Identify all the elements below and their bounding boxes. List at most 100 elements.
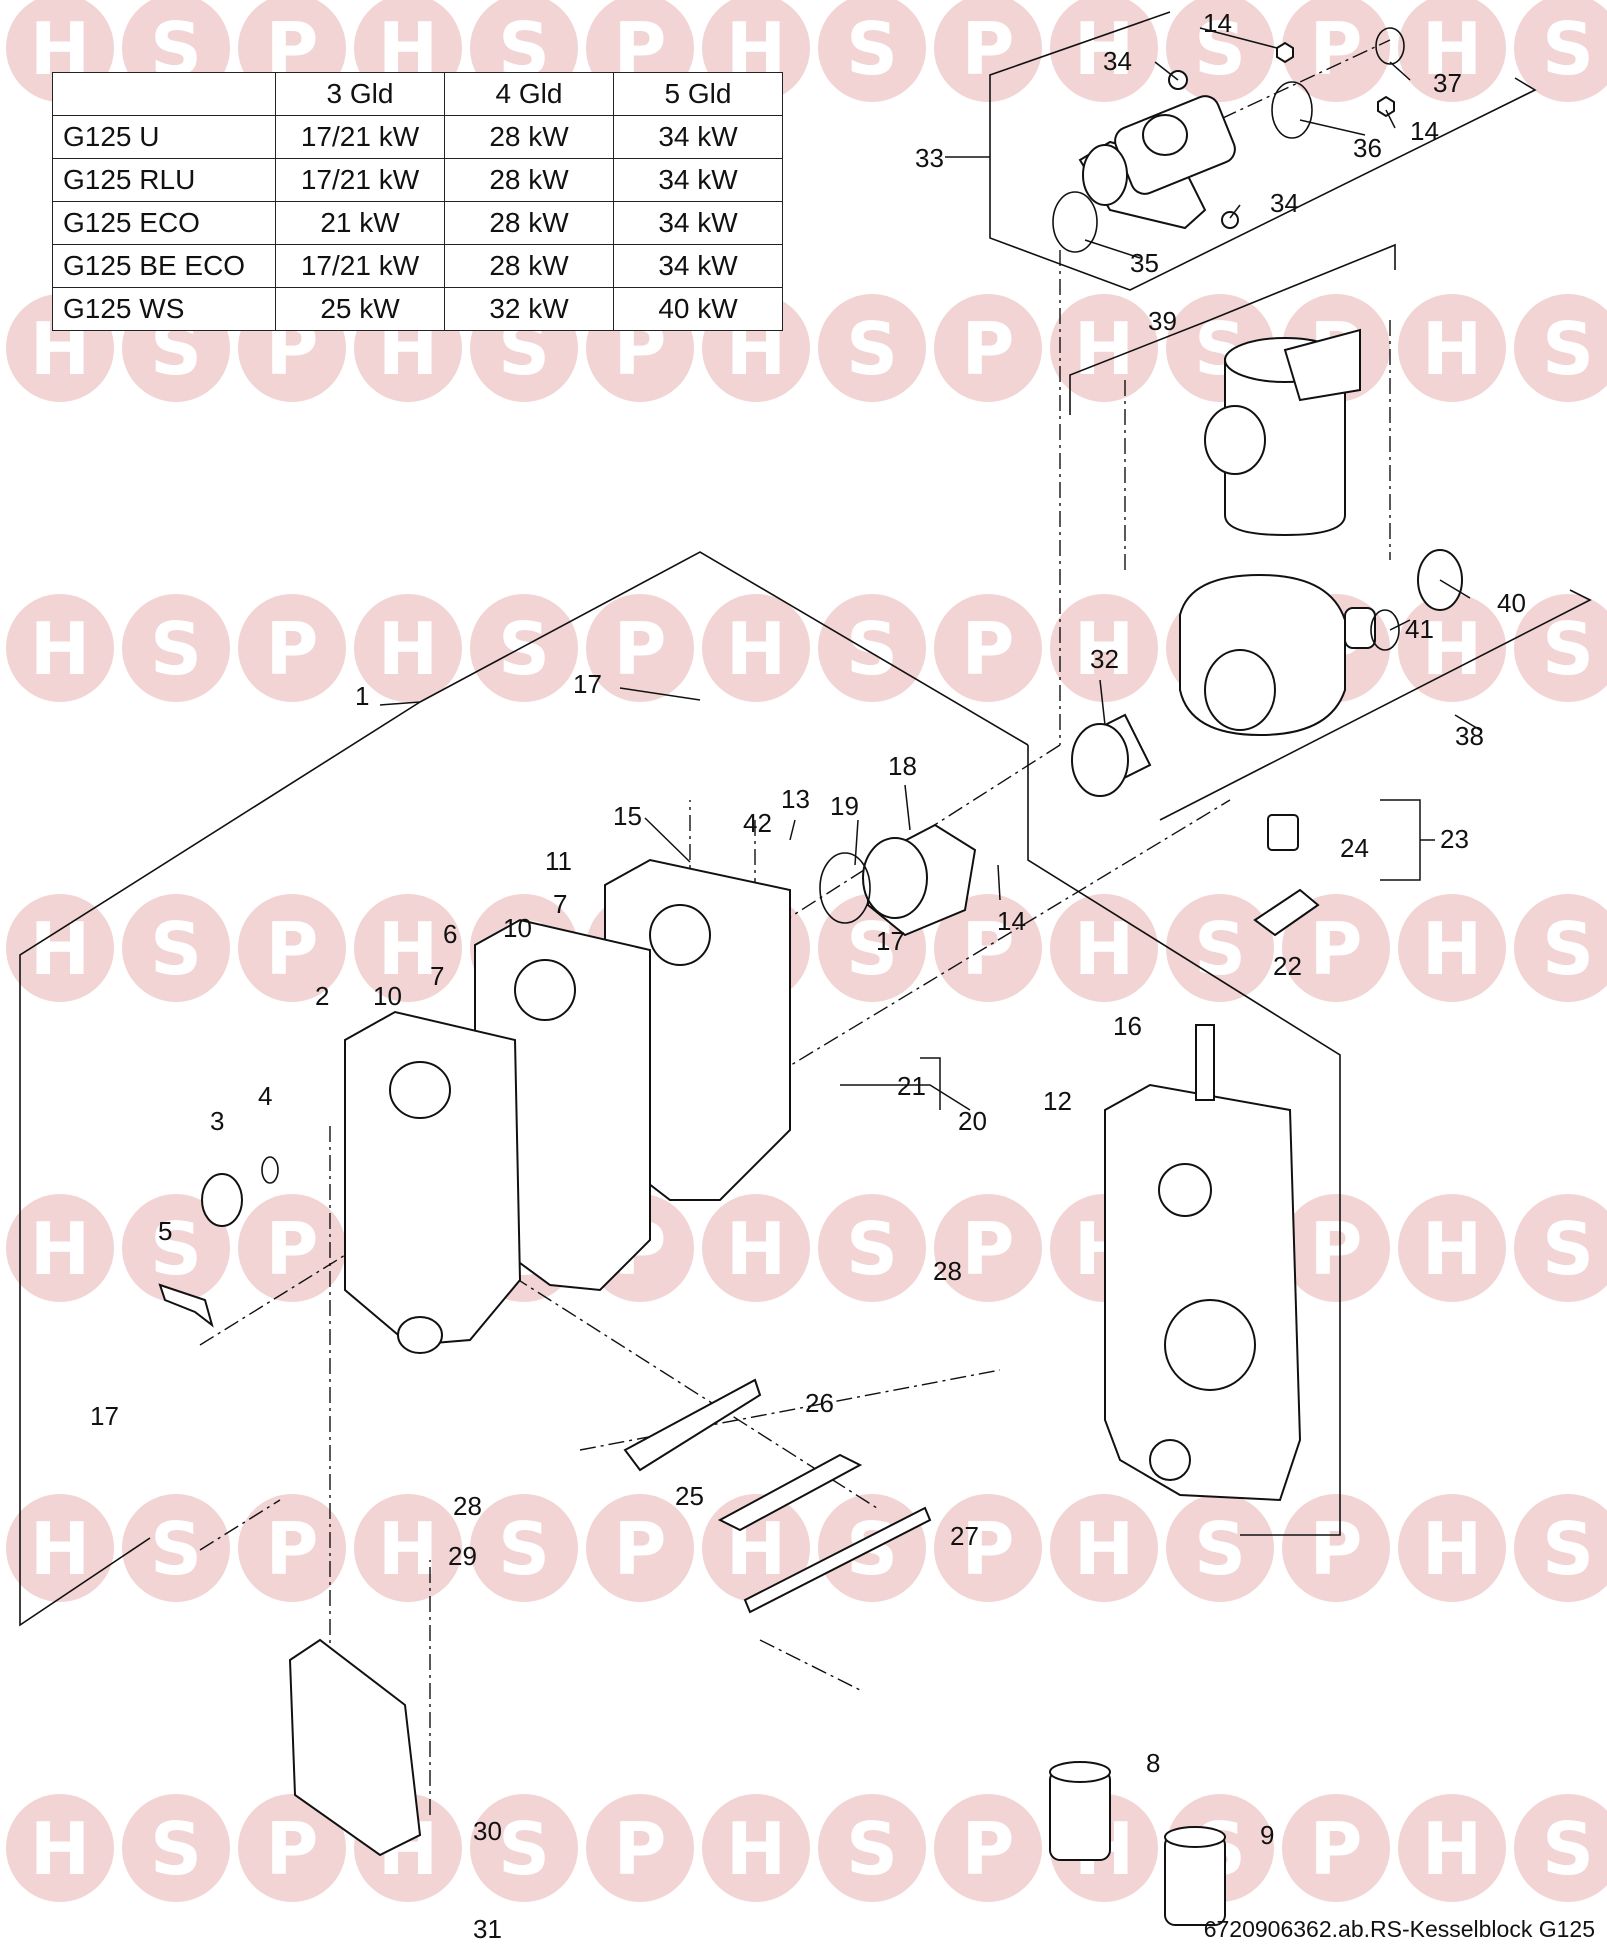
watermark-letter: H	[1422, 7, 1482, 91]
table-cell: G125 U	[52, 115, 276, 159]
boiler-output-table: 3 Gld 4 Gld 5 Gld G125 U 17/21 kW 28 kW …	[52, 72, 783, 331]
watermark-circle	[1166, 1494, 1274, 1602]
watermark-letter: P	[962, 1207, 1015, 1291]
watermark-letter: P	[614, 1807, 667, 1891]
table-cell: 28 kW	[444, 115, 614, 159]
watermark-circle	[1398, 294, 1506, 402]
watermark-circle	[1398, 1194, 1506, 1302]
table-row: G125 RLU 17/21 kW 28 kW 34 kW	[52, 158, 783, 202]
watermark-letter: S	[1194, 7, 1246, 91]
table-row: G125 U 17/21 kW 28 kW 34 kW	[52, 115, 783, 159]
watermark-circle	[1514, 594, 1607, 702]
watermark-circle	[934, 1194, 1042, 1302]
watermark-circle	[470, 1794, 578, 1902]
watermark-letter: H	[378, 907, 438, 991]
callout-14: 14	[997, 906, 1026, 936]
drawing-reference: 6720906362.ab.RS-Kesselblock G125	[1203, 1916, 1595, 1942]
table-cell: 25 kW	[275, 287, 445, 331]
watermark-circle	[6, 1494, 114, 1602]
watermark-circle	[934, 0, 1042, 102]
callout-18: 18	[888, 751, 917, 781]
callout-2: 2	[315, 981, 329, 1011]
watermark-circle	[1514, 1494, 1607, 1602]
table-header-cell: 4 Gld	[444, 72, 614, 116]
watermark-letter: H	[30, 1207, 90, 1291]
watermark-letter: S	[1542, 1807, 1594, 1891]
table-row: G125 BE ECO 17/21 kW 28 kW 34 kW	[52, 244, 783, 288]
washer-part-4	[261, 1156, 279, 1184]
group-outline-20	[840, 1057, 971, 1111]
group-outline-38	[1159, 589, 1592, 821]
table-cell: 34 kW	[613, 158, 783, 202]
watermark-letter: H	[1422, 307, 1482, 391]
watermark-circle	[818, 0, 926, 102]
watermark-letter: S	[1194, 907, 1246, 991]
callout-14: 14	[1203, 8, 1232, 38]
table-cell: 28 kW	[444, 244, 614, 288]
watermark-circle	[238, 894, 346, 1002]
watermark-letter: S	[498, 1807, 550, 1891]
watermark-circle	[122, 1494, 230, 1602]
watermark-letter: H	[378, 607, 438, 691]
watermark-letter: P	[1310, 1207, 1363, 1291]
table-header-row: 3 Gld 4 Gld 5 Gld	[52, 72, 783, 116]
callout-39: 39	[1148, 306, 1177, 336]
watermark-circle	[1398, 1794, 1506, 1902]
watermark-circle	[1050, 594, 1158, 702]
watermark-circle	[1166, 0, 1274, 102]
callout-17: 17	[573, 669, 602, 699]
watermark-letter: P	[962, 307, 1015, 391]
watermark-letter: P	[962, 1507, 1015, 1591]
watermark-circle	[702, 1194, 810, 1302]
watermark-circle	[934, 1494, 1042, 1602]
table-cell: G125 RLU	[52, 158, 276, 202]
watermark-letter: P	[614, 1507, 667, 1591]
callout-26: 26	[805, 1388, 834, 1418]
support-part-26	[717, 1453, 863, 1532]
callout-11: 11	[545, 846, 572, 876]
watermark-letter: P	[962, 1807, 1015, 1891]
watermark-circle	[1398, 594, 1506, 702]
sensor-part-9	[1164, 1826, 1226, 1926]
watermark-circle	[1282, 1194, 1390, 1302]
callout-14: 14	[1410, 116, 1439, 146]
flue-elbow-part-18	[819, 823, 977, 937]
watermark-letter: S	[846, 307, 898, 391]
bracket-part-25	[623, 1378, 762, 1472]
silencer-body-part-38	[1179, 549, 1463, 737]
watermark-letter: S	[150, 607, 202, 691]
callout-17: 17	[876, 926, 905, 956]
watermark-circle	[6, 1794, 114, 1902]
callout-9: 9	[1260, 1820, 1274, 1850]
table-cell: 21 kW	[275, 201, 445, 245]
fitting-part-24	[1267, 814, 1299, 851]
watermark-circle	[818, 1194, 926, 1302]
table-header-cell: 5 Gld	[613, 72, 783, 116]
table-cell: 17/21 kW	[275, 158, 445, 202]
watermark-letter: H	[1074, 607, 1134, 691]
watermark-circle	[1282, 0, 1390, 102]
watermark-letter: H	[1074, 1507, 1134, 1591]
watermark-circle	[1514, 294, 1607, 402]
watermark-letter: H	[30, 1807, 90, 1891]
watermark-circle	[122, 594, 230, 702]
watermark-letter: P	[1310, 1807, 1363, 1891]
table-cell: 34 kW	[613, 201, 783, 245]
watermark-circle	[934, 294, 1042, 402]
clip-part-5	[158, 1283, 214, 1328]
callout-19: 19	[830, 791, 859, 821]
watermark-letter: S	[498, 607, 550, 691]
watermark-letter: P	[962, 607, 1015, 691]
watermark-letter: H	[1422, 907, 1482, 991]
callout-37: 37	[1433, 68, 1462, 98]
watermark-circle	[1050, 294, 1158, 402]
table-header-cell	[52, 72, 276, 116]
watermark-circle	[1050, 894, 1158, 1002]
watermark-letter: P	[962, 7, 1015, 91]
watermark-letter: S	[150, 907, 202, 991]
watermark-letter: P	[1310, 907, 1363, 991]
watermark-circle	[934, 1794, 1042, 1902]
air-intake-adapter-part-33	[1052, 27, 1405, 253]
watermark-circle	[354, 1494, 462, 1602]
callout-27: 27	[950, 1521, 979, 1551]
